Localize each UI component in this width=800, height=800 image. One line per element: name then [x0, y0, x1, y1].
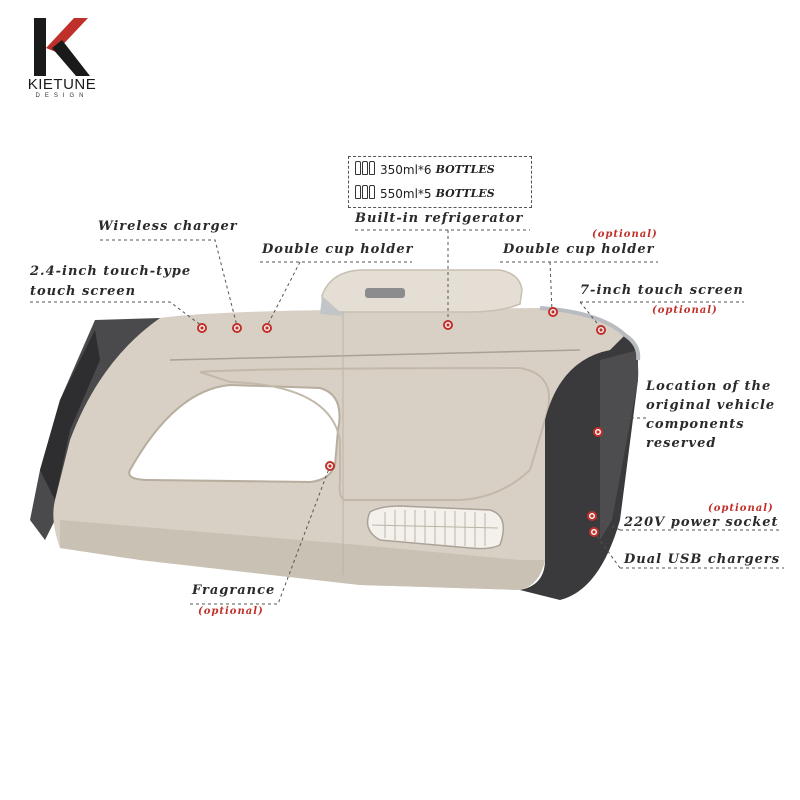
label-double-cup-holder-right: Double cup holder: [503, 242, 655, 257]
label-touch-screen-7: 7-inch touch screen: [580, 283, 744, 298]
label-location-line3: components: [646, 417, 745, 432]
brand-name: KIETUNE: [27, 76, 97, 93]
label-optional: (optional): [708, 503, 774, 514]
capacity-unit: BOTTLES: [435, 187, 495, 200]
label-wireless-charger: Wireless charger: [98, 219, 238, 234]
bottle-icons: [355, 185, 376, 202]
brand-subtitle: DESIGN: [35, 93, 89, 99]
bottle-icons: [355, 161, 376, 178]
capacity-unit: BOTTLES: [435, 163, 495, 176]
label-optional: (optional): [652, 305, 718, 316]
label-touch-screen-2-4-line2: touch screen: [30, 284, 137, 299]
label-location-line4: reserved: [646, 436, 717, 451]
brand-logo: [22, 18, 102, 76]
capacity-volume: 550ml*5: [380, 186, 432, 201]
label-220v-power-socket: 220V power socket: [624, 515, 779, 530]
label-location-line2: original vehicle: [646, 398, 776, 413]
capacity-volume: 350ml*6: [380, 162, 432, 177]
label-location-line1: Location of the: [646, 379, 772, 394]
label-double-cup-holder-left: Double cup holder: [262, 242, 414, 257]
label-optional: (optional): [592, 229, 658, 240]
label-optional: (optional): [198, 606, 264, 617]
label-touch-screen-2-4-line1: 2.4-inch touch-type: [30, 264, 192, 279]
label-dual-usb-chargers: Dual USB chargers: [624, 552, 781, 567]
label-built-in-refrigerator: Built-in refrigerator: [355, 211, 524, 226]
label-fragrance: Fragrance: [192, 583, 276, 598]
